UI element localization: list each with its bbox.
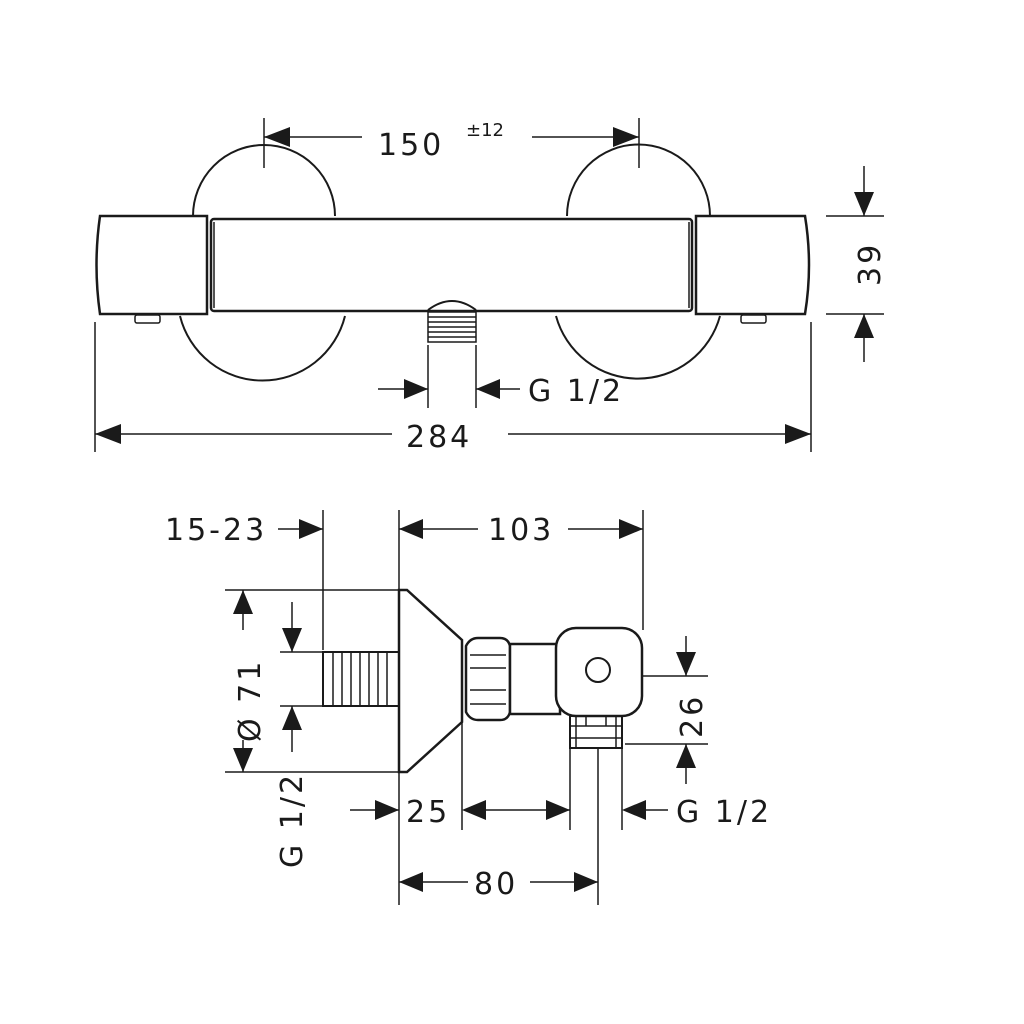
dim-outlet-thread-side-label: G 1/2 bbox=[676, 795, 772, 830]
dim-inlet-thread-label: G 1/2 bbox=[275, 772, 310, 868]
right-foot bbox=[740, 314, 767, 324]
left-handle bbox=[95, 214, 209, 316]
dim-depth-label: 103 bbox=[488, 513, 554, 548]
dim-diameter-label: Ø 71 bbox=[233, 659, 268, 742]
dim-diameter: Ø 71 bbox=[225, 589, 399, 773]
side-knob bbox=[585, 657, 611, 683]
dim-height-label: 39 bbox=[853, 242, 888, 286]
dim-total-length-label: 284 bbox=[406, 420, 472, 455]
dim-inlet-thread: G 1/2 bbox=[275, 602, 323, 868]
front-view: 150 ±12 39 G 1/2 bbox=[94, 118, 888, 455]
dim-center-distance-label: 150 bbox=[378, 128, 444, 163]
dim-outlet-thread-side: G 1/2 bbox=[520, 748, 772, 830]
side-head bbox=[554, 626, 644, 718]
outlet-connector bbox=[427, 300, 477, 343]
dim-center-distance: 150 ±12 bbox=[263, 118, 640, 168]
dim-outlet-offset: 80 bbox=[399, 748, 599, 905]
dim-adjust-range: 15-23 bbox=[165, 510, 423, 650]
right-handle bbox=[694, 214, 811, 316]
dim-offset-label: 25 bbox=[406, 795, 450, 830]
dim-outlet-height-label: 26 bbox=[675, 694, 710, 738]
mixer-body bbox=[209, 217, 694, 313]
side-view: 15-23 103 Ø 71 G 1/2 bbox=[165, 510, 772, 905]
dim-outlet-offset-label: 80 bbox=[474, 867, 518, 902]
dim-depth: 103 bbox=[399, 510, 644, 630]
wall-connector-thread bbox=[322, 651, 400, 707]
left-foot bbox=[134, 314, 161, 324]
dim-center-tolerance-label: ±12 bbox=[466, 120, 504, 141]
dim-offset: 25 bbox=[350, 722, 520, 905]
dim-total-length: 284 bbox=[94, 322, 812, 455]
dim-adjust-range-label: 15-23 bbox=[165, 513, 267, 548]
hex-nut bbox=[464, 636, 512, 722]
side-body-neck bbox=[508, 642, 562, 716]
dim-height: 39 bbox=[826, 166, 888, 362]
side-rosette bbox=[397, 588, 464, 774]
dim-outlet-thread: G 1/2 bbox=[378, 345, 624, 409]
dim-outlet-height: 26 bbox=[625, 636, 710, 784]
side-outlet bbox=[569, 715, 623, 749]
dim-outlet-thread-label: G 1/2 bbox=[528, 374, 624, 409]
